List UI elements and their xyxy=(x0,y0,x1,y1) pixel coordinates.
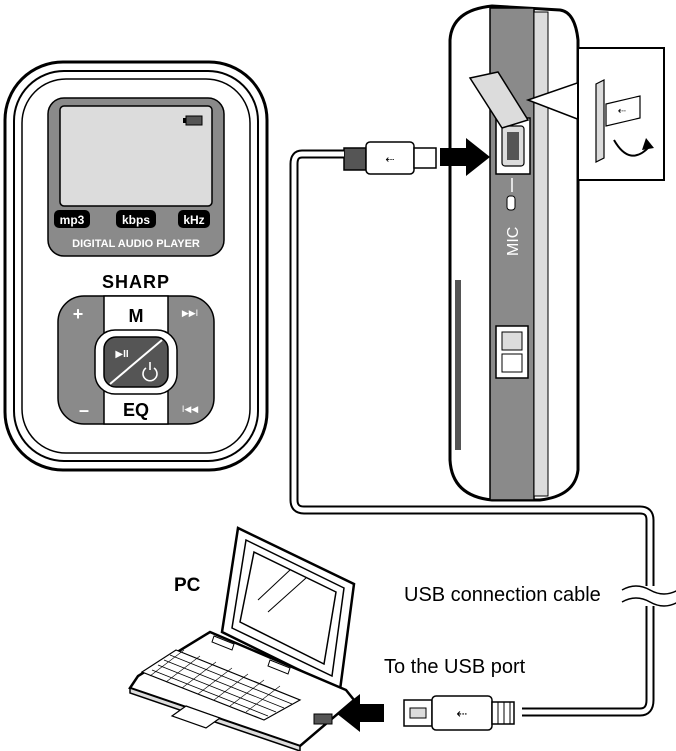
usb-port-cover-flap xyxy=(468,71,530,129)
player-front-view: mp3 kbps kHz DIGITAL AUDIO PLAYER SHARP … xyxy=(3,60,269,472)
port-cover-inset xyxy=(577,47,665,181)
mic-hole xyxy=(506,195,516,211)
usb-a-plug: ⇠ xyxy=(403,695,515,731)
badge-kbps-text: kbps xyxy=(122,213,150,227)
mic-label: MIC xyxy=(505,227,522,256)
volume-up-label: + xyxy=(73,304,84,324)
menu-button-label: M xyxy=(129,306,144,326)
volume-down-label: – xyxy=(79,400,89,420)
eq-button-label: EQ xyxy=(123,400,149,420)
mini-usb-plug: ⇠ xyxy=(343,141,437,175)
pc-label: PC xyxy=(174,575,201,596)
laptop-keyboard xyxy=(140,649,302,721)
player-side-view: MIC ⇠ xyxy=(448,4,665,502)
cable-break-mark xyxy=(621,585,676,607)
play-pause-icon: ▶II xyxy=(115,349,128,360)
usb-symbol-icon: ⇠ xyxy=(385,154,394,166)
inset-usb-symbol: ⇠ xyxy=(618,106,627,117)
laptop-pc xyxy=(128,526,356,751)
usb-port-label: To the USB port xyxy=(384,656,526,678)
laptop-usb-port xyxy=(313,713,333,725)
badge-mp3: mp3 xyxy=(54,210,90,228)
badge-kbps: kbps xyxy=(116,210,156,228)
skip-back-icon: I◀◀ xyxy=(182,404,198,414)
usb-cable-label: USB connection cable xyxy=(404,584,601,606)
skip-forward-icon: ▶▶I xyxy=(182,308,198,318)
badge-mp3-text: mp3 xyxy=(60,213,85,227)
insert-arrow-top xyxy=(440,138,490,176)
battery-icon xyxy=(185,115,203,126)
usb-plug-symbol-icon: ⇠ xyxy=(457,706,468,721)
laptop-touchpad xyxy=(170,705,222,729)
badge-khz-text: kHz xyxy=(183,213,204,227)
usb-connection-cable xyxy=(289,149,655,717)
badge-khz: kHz xyxy=(178,210,210,228)
model-label: DIGITAL AUDIO PLAYER xyxy=(72,238,200,250)
laptop-screen xyxy=(239,550,337,666)
display-screen xyxy=(59,105,213,207)
brand-logo: SHARP xyxy=(102,272,170,292)
power-icon xyxy=(142,362,158,382)
